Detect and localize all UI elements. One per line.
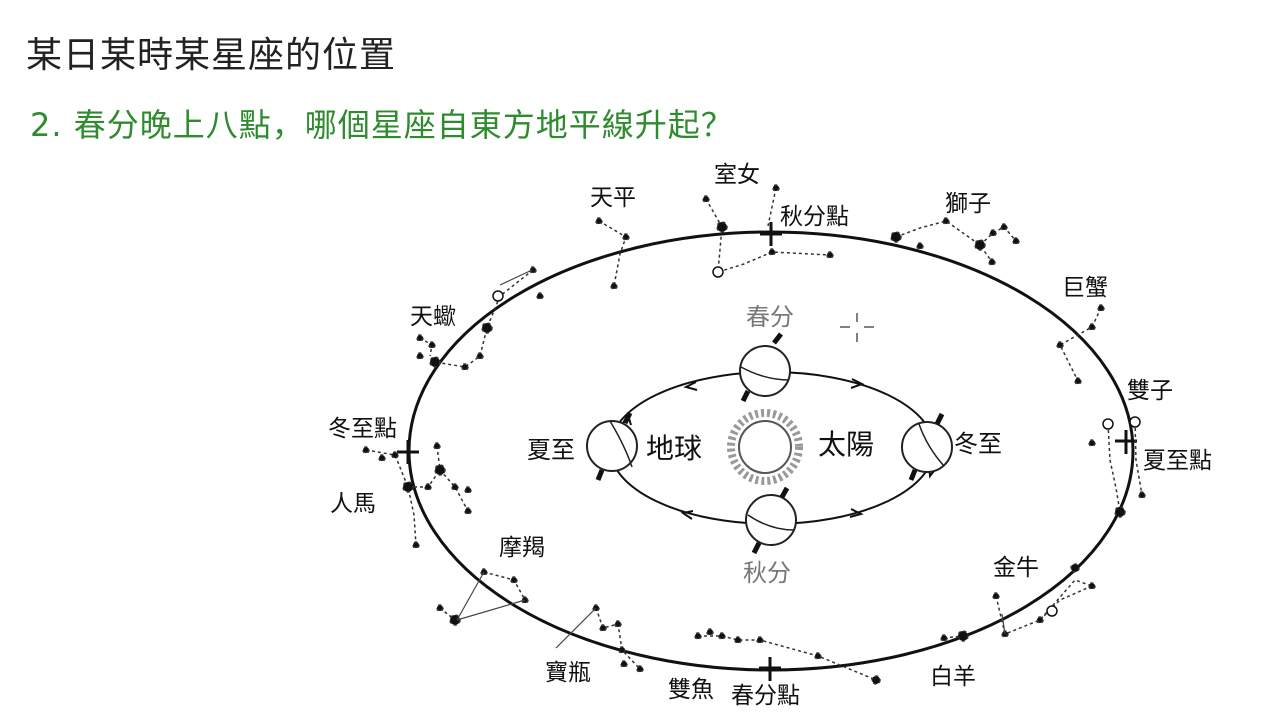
constellation-label-aquarius: 寶瓶 — [545, 660, 591, 686]
winter-solstice-cross — [397, 440, 419, 464]
arrow-bottom-left — [680, 510, 694, 520]
cancer-stars — [1056, 304, 1105, 385]
spring-equinox-cross — [759, 657, 781, 681]
season-label-spring: 春分 — [746, 303, 794, 331]
page-title: 某日某時某星座的位置 — [26, 35, 397, 76]
season-label-winter: 冬至 — [954, 430, 1002, 458]
autumn-equinox-cross — [760, 222, 782, 246]
aquarius-stars — [592, 604, 644, 673]
earth-icon-autumn — [745, 486, 797, 555]
page-subtitle: 2. 春分晚上八點，哪個星座自東方地平線升起？ — [30, 106, 734, 144]
pisces-stars — [694, 628, 881, 685]
virgo-stars — [702, 184, 834, 278]
constellation-label-aries: 白羊 — [930, 664, 976, 690]
constellation-label-leo: 獅子 — [945, 191, 991, 217]
season-label-summer: 夏至 — [527, 436, 575, 464]
constellation-label-cancer: 巨蟹 — [1062, 275, 1108, 301]
sagittarius-stars — [362, 442, 472, 549]
constellation-label-gemini: 雙子 — [1127, 378, 1173, 404]
leo-stars — [890, 217, 1020, 266]
spring-equinox-label: 春分點 — [731, 683, 800, 709]
constellation-label-virgo: 室女 — [714, 162, 760, 188]
gemini-stars — [1088, 416, 1146, 518]
earth-icon-winter — [901, 412, 953, 481]
arrow-top-left — [683, 381, 698, 391]
sun-label: 太陽 — [818, 428, 874, 461]
summer-solstice-label: 夏至點 — [1143, 448, 1212, 474]
earth-icon-spring — [739, 332, 791, 403]
earth-icon-summer — [586, 411, 638, 481]
summer-solstice-cross — [1115, 430, 1137, 454]
autumn-equinox-label: 秋分點 — [780, 204, 849, 230]
winter-solstice-label: 冬至點 — [328, 416, 397, 442]
capricorn-stars — [436, 568, 529, 626]
ecliptic-point-markers — [397, 222, 1137, 681]
constellation-solid-lines — [456, 269, 1006, 649]
sun-icon — [727, 409, 803, 485]
star-patterns — [362, 184, 1146, 685]
libra-stars — [595, 217, 630, 290]
constellation-label-taurus: 金牛 — [993, 555, 1039, 581]
constellation-label-pisces: 雙魚 — [668, 677, 714, 703]
constellation-label-sagittarius: 人馬 — [330, 491, 376, 517]
arrow-top-right — [850, 378, 865, 389]
constellation-label-capricorn: 摩羯 — [499, 535, 545, 561]
constellation-label-libra: 天平 — [590, 185, 636, 211]
earth-label: 地球 — [646, 432, 702, 465]
arrow-bottom-right — [849, 508, 864, 518]
scorpio-stars — [416, 266, 544, 371]
constellation-label-scorpio: 天蠍 — [410, 304, 456, 330]
cursor-crosshair-icon — [840, 313, 874, 342]
aries-stars — [940, 630, 969, 642]
season-label-autumn: 秋分 — [743, 559, 791, 587]
